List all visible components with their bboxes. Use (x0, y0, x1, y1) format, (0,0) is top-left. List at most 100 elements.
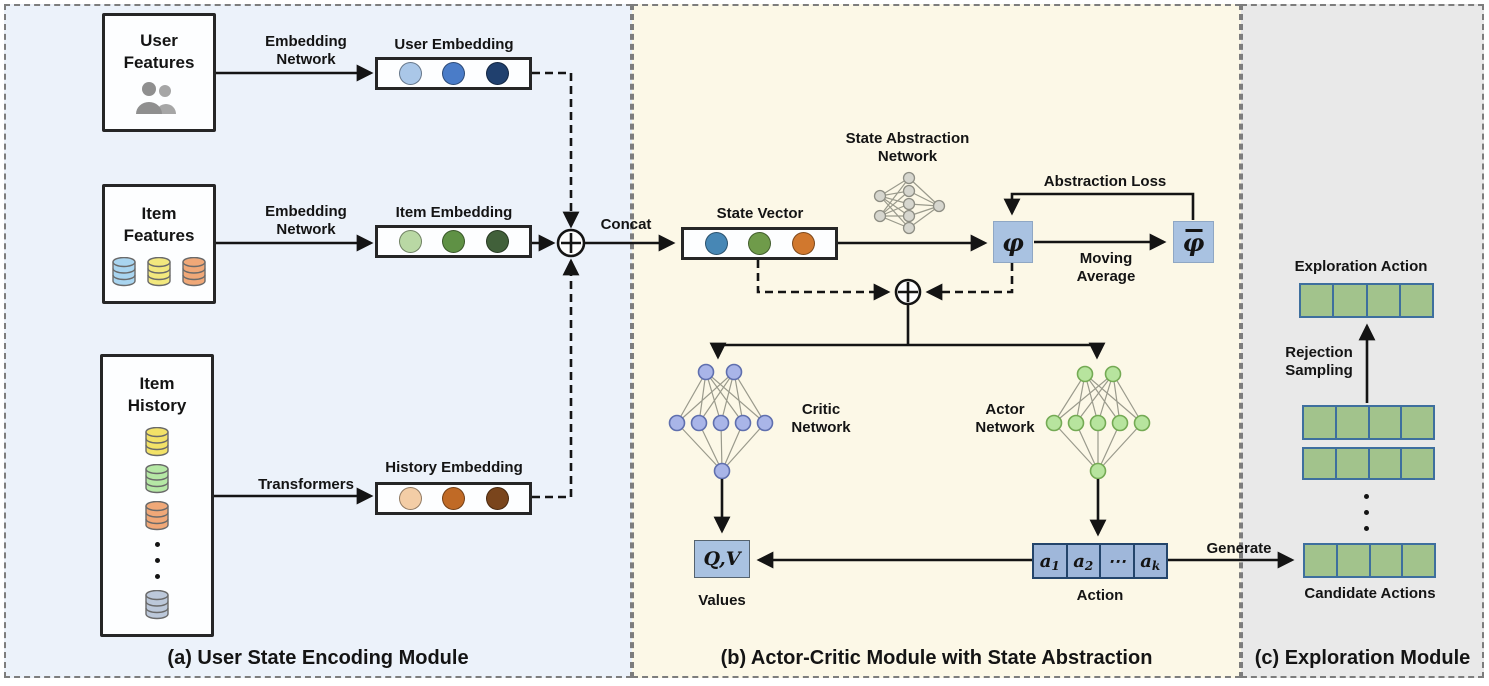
rejection-sampling-label: Rejection Sampling (1285, 344, 1353, 379)
item-history-label-line1: Item (139, 374, 175, 393)
user-features-label-line1: User (140, 31, 178, 50)
generate-label: Generate (1206, 540, 1272, 557)
embedding-network-label-1: Embedding Network (265, 33, 347, 68)
action-cell (1401, 545, 1434, 576)
users-icon (136, 82, 176, 114)
database-icon (145, 464, 169, 494)
database-icon (112, 257, 136, 287)
wire-history-embedding-to-concat (532, 258, 580, 499)
action-cell (1334, 407, 1368, 438)
database-icon (145, 501, 169, 531)
qv-values-box: Q,V (694, 540, 750, 578)
action-cell (1332, 285, 1365, 316)
caption-actor-critic: (b) Actor-Critic Module with State Abstr… (720, 647, 1153, 669)
overline-bar (1185, 229, 1202, 232)
phi-symbol: φ (1002, 227, 1024, 257)
action-cell (1301, 285, 1332, 316)
action-cell (1334, 449, 1368, 478)
database-icon (182, 257, 206, 287)
action-cell (1365, 285, 1399, 316)
state-vector-circle (748, 232, 771, 255)
state-vector-box (681, 227, 838, 260)
candidate-action-row (1302, 447, 1435, 480)
wire-user-embedding-to-concat (532, 71, 580, 229)
embedding-circle (485, 487, 509, 510)
embedding-circle (485, 230, 509, 253)
action-cell (1400, 449, 1433, 478)
action-cell (1400, 407, 1433, 438)
state-abstraction-network-icon (873, 171, 946, 235)
user-features-box: User Features (102, 13, 216, 132)
action-cell: ⋯ (1099, 545, 1133, 577)
sum-icon (894, 278, 922, 306)
phi-bar-box: φ (1173, 221, 1214, 263)
action-cell (1368, 545, 1402, 576)
concat-icon (556, 228, 586, 258)
candidate-action-row (1302, 405, 1435, 440)
phi-box: φ (993, 221, 1033, 263)
item-features-label-line1: Item (141, 204, 177, 223)
database-icon (145, 427, 169, 457)
caption-user-state-encoding: (a) User State Encoding Module (167, 647, 469, 669)
wire-phi-to-sum (925, 263, 1014, 301)
embedding-circle (442, 487, 465, 510)
candidate-action-row (1303, 543, 1436, 578)
item-history-label-line2: History (127, 396, 187, 415)
database-icon (145, 590, 169, 620)
exploration-action-row (1299, 283, 1434, 318)
embedding-circle (485, 62, 509, 85)
action-label: Action (1076, 587, 1124, 604)
user-embedding-box (375, 57, 532, 90)
exploration-action-label: Exploration Action (1294, 258, 1428, 275)
actor-network-icon (1045, 365, 1151, 480)
state-abstraction-network-label: State Abstraction Network (845, 130, 970, 165)
action-cell (1367, 407, 1401, 438)
phi-bar-symbol: φ (1182, 227, 1205, 257)
critic-network-label: Critic Network (791, 401, 851, 436)
embedding-circle (442, 230, 465, 253)
abstraction-loss-label: Abstraction Loss (1043, 173, 1167, 190)
item-history-box: Item History (100, 354, 214, 637)
caption-exploration: (c) Exploration Module (1254, 647, 1471, 669)
embedding-network-label-2: Embedding Network (265, 203, 347, 238)
vertical-dots-icon (154, 538, 160, 583)
actor-network-label: Actor Network (975, 401, 1035, 436)
action-cell (1304, 407, 1335, 438)
history-embedding-box (375, 482, 532, 515)
action-cell (1398, 285, 1432, 316)
item-embedding-box (375, 225, 532, 258)
wire-abstraction-loss (1003, 192, 1195, 220)
item-features-box: Item Features (102, 184, 216, 304)
state-vector-label: State Vector (716, 205, 804, 222)
embedding-circle (442, 62, 465, 85)
transformers-label: Transformers (258, 476, 354, 493)
values-label: Values (698, 592, 746, 609)
embedding-circle (398, 230, 422, 253)
critic-network-icon (668, 363, 774, 480)
vertical-dots-icon (1364, 494, 1369, 531)
action-cell (1367, 449, 1401, 478)
wire-state-vector-to-sum (756, 260, 891, 301)
state-vector-circle (704, 232, 728, 255)
embedding-circle (398, 62, 422, 85)
moving-average-label: Moving Average (1076, 250, 1136, 285)
history-embedding-label: History Embedding (385, 459, 523, 476)
action-cell (1335, 545, 1369, 576)
item-features-label-line2: Features (123, 226, 195, 245)
embedding-circle (398, 487, 422, 510)
candidate-actions-label: Candidate Actions (1304, 585, 1436, 602)
database-icon (147, 257, 171, 287)
action-cell (1305, 545, 1336, 576)
user-features-label-line2: Features (123, 53, 195, 72)
qv-symbol: Q,V (703, 548, 741, 570)
action-cell (1304, 449, 1335, 478)
user-embedding-label: User Embedding (394, 36, 514, 53)
item-embedding-label: Item Embedding (395, 204, 513, 221)
concat-label: Concat (600, 216, 652, 233)
